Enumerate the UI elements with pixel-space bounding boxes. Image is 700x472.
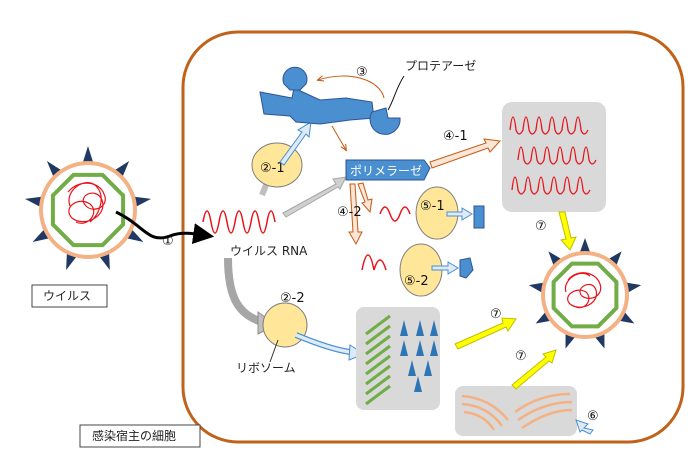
assembly-arrow-left — [454, 317, 517, 350]
spike-protein-icon — [99, 253, 110, 271]
polyprotein — [259, 66, 401, 135]
virus-particle-left — [24, 146, 152, 271]
virus-capsid-new — [551, 261, 619, 329]
protease-label: プロテアーゼ — [405, 59, 476, 73]
capsid-protein-bar — [365, 324, 391, 346]
step-5-2-label: ⑤-2 — [404, 274, 429, 289]
spike-protein-icon — [548, 251, 562, 266]
capsid-proteins — [365, 314, 391, 406]
spike-protein-triangle — [416, 320, 424, 336]
rna-copies-panel — [502, 102, 606, 212]
step-3-label: ③ — [356, 65, 368, 80]
step-6-arrow — [575, 419, 594, 435]
spike-protein-icon — [528, 282, 544, 293]
virus-genome-icon — [67, 182, 106, 224]
spike-protein-triangle — [430, 340, 438, 356]
protein-to-polymerase-arrow — [331, 125, 346, 150]
step-6-label: ⑥ — [587, 409, 599, 424]
host-cell-label-box — [79, 424, 201, 448]
virus-capsid — [50, 172, 126, 248]
step-4-2-arrow-a — [357, 182, 373, 214]
ribosome-leader-line — [269, 339, 279, 363]
capsid-protein-bar — [365, 314, 391, 336]
ribosome-5-1-arrow — [446, 207, 473, 221]
spike-protein-triangle — [400, 340, 408, 356]
capsid-protein-bar — [365, 384, 391, 406]
assembly-arrow-top — [558, 211, 577, 251]
ribosome-5-2-arrow — [431, 261, 459, 275]
step-3-arrow — [318, 76, 385, 99]
step-4-1-label: ④-1 — [443, 129, 468, 144]
spike-protein-icon — [595, 333, 605, 349]
spike-proteins — [400, 320, 438, 392]
virus-label: ウイルス — [43, 289, 91, 303]
capsid-protein-bar — [365, 334, 391, 356]
spike-protein-icon — [66, 253, 77, 271]
virus-label-box — [31, 284, 108, 308]
polymerase-box — [345, 159, 431, 181]
spike-protein-triangle — [430, 320, 438, 336]
viral-rna-label: ウイルス RNA — [230, 244, 308, 258]
spike-protein-triangle — [424, 360, 432, 376]
subgenomic-rna-1 — [379, 206, 411, 222]
viral-rna-strand — [202, 210, 276, 234]
structural-protein-2 — [459, 257, 474, 279]
capsid-protein-bar — [365, 354, 391, 376]
capsid-protein-bar — [365, 374, 391, 396]
polymerase-label: ポリメラーゼ — [350, 164, 422, 178]
spike-protein-icon — [83, 146, 93, 162]
rna-copy — [509, 116, 589, 135]
step-2-1-label: ②-1 — [260, 161, 285, 176]
capsid-protein-bar — [365, 364, 391, 386]
step-4-1-arrow — [429, 138, 502, 169]
spike-protein-triangle — [408, 360, 416, 376]
ribosome1-to-protein-arrow — [279, 121, 312, 166]
structural-proteins-panel — [356, 307, 440, 410]
step-7c-label: ⑦ — [515, 349, 527, 364]
spike-protein-triangle — [416, 340, 424, 356]
ribosome-2-2 — [262, 302, 308, 348]
structural-protein-1 — [473, 205, 485, 229]
step-5-1-label: ⑤-1 — [420, 199, 445, 214]
capsid-protein-bar — [365, 344, 391, 366]
step-1-label: ① — [162, 234, 174, 249]
spike-protein-triangle — [414, 376, 422, 392]
protease-leader-line — [387, 75, 405, 111]
spike-protein-triangle — [400, 320, 408, 336]
membrane-arcs — [461, 392, 573, 431]
assembly-arrows — [454, 211, 577, 390]
rna-to-polymerase-arrow — [282, 176, 347, 218]
virus-particle-new — [528, 238, 642, 349]
assembly-arrow-bottom — [511, 349, 557, 390]
rna-to-ribosome-arrow — [224, 257, 264, 326]
protease-knob-top — [282, 66, 308, 91]
rna-copy — [511, 176, 591, 195]
spike-protein-icon — [580, 238, 590, 252]
step-2-2-label: ②-2 — [280, 291, 305, 306]
step-7a-label: ⑦ — [535, 219, 547, 234]
spike-protein-icon — [626, 282, 642, 293]
step-4-2-label: ④-2 — [337, 205, 362, 220]
step-4-2-arrow-b — [348, 183, 363, 246]
spike-protein-icon — [565, 333, 575, 349]
rna-copy — [517, 146, 597, 165]
rna-copies — [509, 116, 597, 195]
host-cell-label: 感染宿主の細胞 — [92, 428, 176, 443]
virus-genome-new-icon — [564, 272, 602, 309]
step-7b-label: ⑦ — [490, 307, 502, 322]
spike-protein-icon — [24, 196, 42, 207]
ribosome-label: リボソーム — [236, 361, 296, 375]
entry-arrow — [115, 210, 215, 245]
spike-protein-icon — [608, 251, 622, 266]
spike-protein-icon — [134, 196, 152, 207]
subgenomic-rna-2 — [361, 254, 387, 271]
protease-icon — [369, 107, 401, 135]
